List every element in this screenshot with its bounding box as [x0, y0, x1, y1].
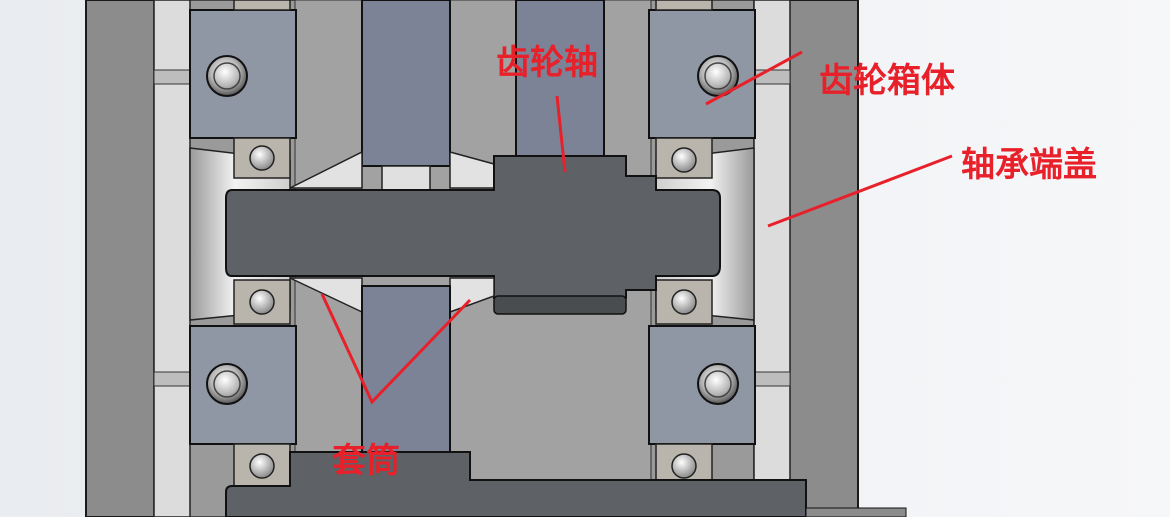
main-shaft [225, 155, 721, 315]
leader-gearbox-housing [705, 50, 803, 106]
upper-sleeve [289, 0, 495, 203]
bearing-top-left [189, 0, 297, 179]
label-gear-shaft: 齿轮轴 [496, 43, 598, 83]
label-gearbox-housing: 齿轮箱体 [819, 61, 955, 101]
bottom-shaft [225, 451, 907, 517]
leader-sleeve [320, 293, 472, 405]
leader-bearing-end-cover [767, 154, 953, 228]
bearing-end-cover-left [153, 0, 291, 517]
bearing-bottom-left [189, 279, 297, 489]
bearing-top-right [648, 0, 756, 179]
lower-sleeve [289, 277, 495, 453]
leader-gear-shaft [555, 95, 567, 173]
label-sleeve: 套筒 [332, 441, 400, 481]
label-bearing-end-cover: 轴承端盖 [961, 145, 1097, 185]
bearing-bottom-right [648, 279, 756, 489]
annotation-leaders [320, 50, 953, 405]
